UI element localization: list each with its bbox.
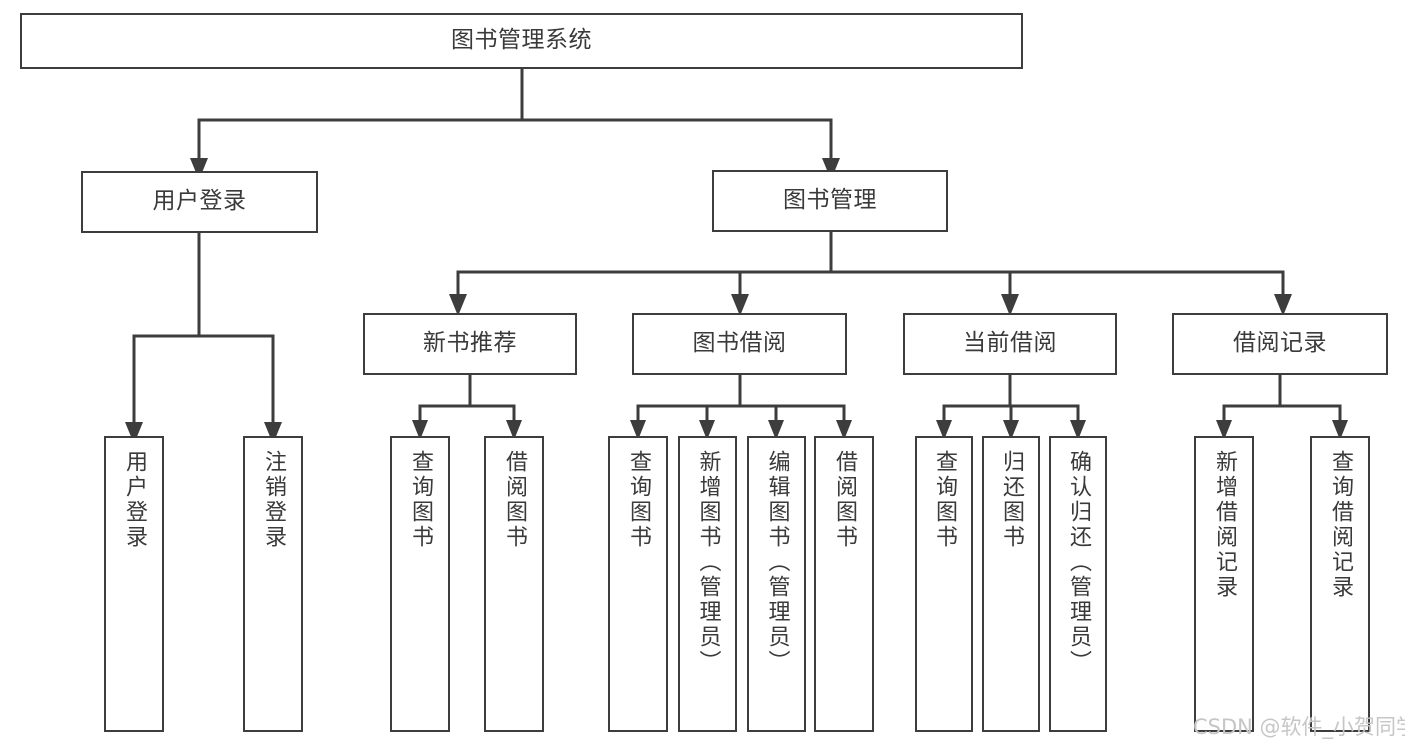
leaf-current-borrow-return[interactable]: 归还图书 xyxy=(982,436,1040,732)
leaf-book-borrow-add[interactable]: 新增图书（管理员） xyxy=(678,436,737,732)
leaf-borrow-record-query[interactable]: 查询借阅记录 xyxy=(1310,436,1370,732)
node-new-book-recommend-label: 新书推荐 xyxy=(423,330,517,357)
node-book-management[interactable]: 图书管理 xyxy=(712,170,948,232)
leaf-label: 用户登录 xyxy=(122,450,147,550)
leaf-label: 查询图书 xyxy=(408,450,433,550)
node-user-login[interactable]: 用户登录 xyxy=(81,171,318,233)
node-book-management-label: 图书管理 xyxy=(783,187,877,214)
node-user-login-label: 用户登录 xyxy=(152,188,247,215)
node-borrow-record[interactable]: 借阅记录 xyxy=(1172,313,1388,375)
leaf-label: 查询图书 xyxy=(932,450,957,550)
node-current-borrow-label: 当前借阅 xyxy=(963,330,1057,357)
node-current-borrow[interactable]: 当前借阅 xyxy=(903,313,1117,375)
leaf-label: 确认归还（管理员） xyxy=(1066,450,1091,675)
leaf-label: 借阅图书 xyxy=(832,450,857,550)
leaf-user-login-signin[interactable]: 用户登录 xyxy=(104,436,164,732)
node-root-label: 图书管理系统 xyxy=(451,27,592,54)
node-root[interactable]: 图书管理系统 xyxy=(20,13,1023,69)
node-borrow-record-label: 借阅记录 xyxy=(1233,330,1327,357)
leaf-book-borrow-lend[interactable]: 借阅图书 xyxy=(814,436,874,732)
leaf-current-borrow-query[interactable]: 查询图书 xyxy=(915,436,973,732)
leaf-label: 编辑图书（管理员） xyxy=(764,450,790,675)
node-new-book-recommend[interactable]: 新书推荐 xyxy=(363,313,577,375)
node-book-borrow[interactable]: 图书借阅 xyxy=(632,313,847,375)
leaf-user-login-signout[interactable]: 注销登录 xyxy=(243,436,303,732)
leaf-label: 借阅图书 xyxy=(502,450,527,550)
node-book-borrow-label: 图书借阅 xyxy=(692,330,787,357)
leaf-label: 归还图书 xyxy=(999,450,1024,550)
leaf-book-borrow-edit[interactable]: 编辑图书（管理员） xyxy=(747,436,806,732)
leaf-current-borrow-confirm[interactable]: 确认归还（管理员） xyxy=(1049,436,1107,732)
leaf-label: 查询借阅记录 xyxy=(1328,450,1353,600)
leaf-label: 新增图书（管理员） xyxy=(695,450,721,675)
leaf-book-borrow-query[interactable]: 查询图书 xyxy=(608,436,668,732)
leaf-label: 注销登录 xyxy=(261,450,286,550)
leaf-label: 新增借阅记录 xyxy=(1212,450,1237,600)
leaf-label: 查询图书 xyxy=(626,450,651,550)
leaf-new-book-query[interactable]: 查询图书 xyxy=(390,436,450,732)
leaf-borrow-record-add[interactable]: 新增借阅记录 xyxy=(1194,436,1254,732)
csdn-watermark: CSDN @软件_小贺同学 xyxy=(1193,715,1405,739)
leaf-new-book-borrow[interactable]: 借阅图书 xyxy=(484,436,544,732)
